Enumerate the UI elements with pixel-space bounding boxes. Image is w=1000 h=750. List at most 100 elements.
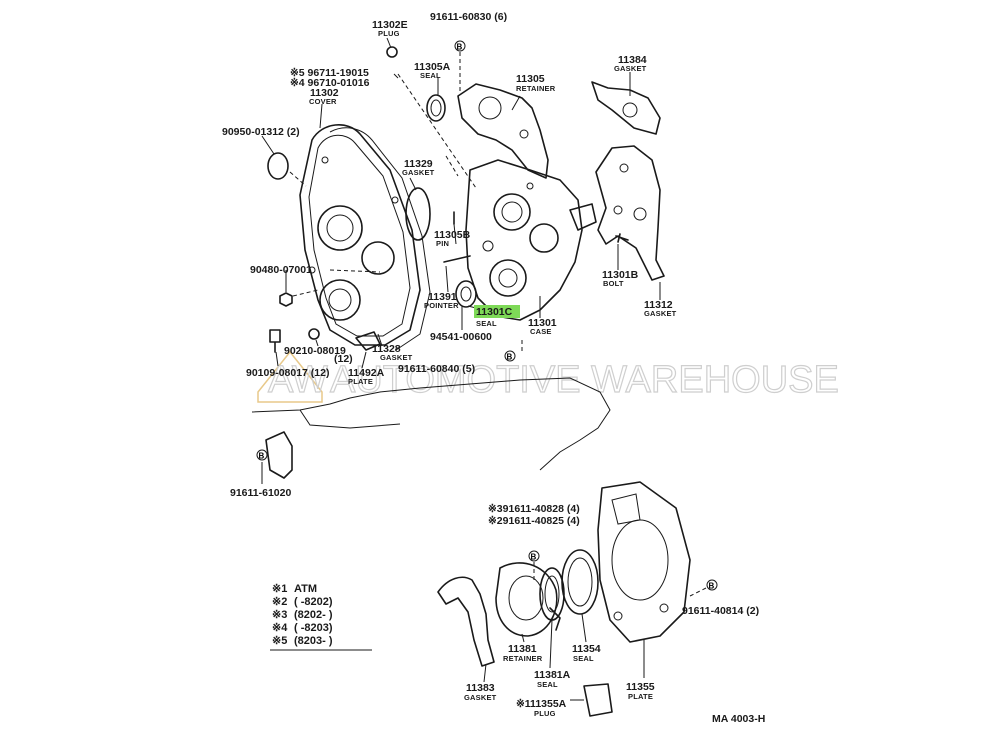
note-mark: ※2: [272, 596, 287, 608]
bolt-91611-60840: B: [504, 350, 516, 362]
svg-text:B: B: [259, 452, 265, 461]
label-11383-num: 11383: [466, 682, 495, 694]
note-mark: ※5: [272, 635, 287, 647]
seal-11354: [561, 549, 599, 615]
part-highlight: [474, 305, 520, 318]
bolt-90109: [269, 329, 281, 353]
label-11301B-name: BOLT: [603, 279, 624, 288]
label-91611-60830: 91611-60830 (6): [430, 11, 507, 23]
gasket-11384: [591, 81, 661, 135]
alignment-lines-upper: [289, 52, 523, 354]
label-11305A-name: SEAL: [420, 71, 441, 80]
note-mark: ※3: [272, 609, 287, 621]
leader-lines: [261, 37, 661, 701]
label-11355-num: 11355: [626, 681, 655, 693]
label-11312-num: 11312: [644, 299, 673, 311]
label-11384-num: 11384: [618, 54, 647, 66]
seal-11301C: [455, 280, 477, 308]
washer-90210: [308, 328, 320, 340]
label-11301-name: CASE: [530, 327, 552, 336]
label-11305-name: RETAINER: [516, 84, 556, 93]
svg-text:B: B: [507, 353, 513, 362]
watermark-text: AUTOMOTIVE WAREHOUSE: [330, 359, 839, 401]
notes-legend: ※1 ATM ※2 ( -8202) ※3 (8202- ) ※4 ( -820…: [270, 583, 372, 651]
note-row: ※2 ( -8202): [272, 596, 333, 608]
label-11381-num: 11381: [508, 643, 537, 655]
label-11301C-num: 11301C: [476, 306, 513, 318]
plate-11492A: [355, 331, 381, 351]
label-90480: 90480-07001: [250, 264, 312, 276]
label-11355A-name: PLUG: [534, 709, 556, 718]
label-11492A-num: 11492A: [348, 367, 385, 379]
svg-text:B: B: [531, 553, 537, 562]
bolt-11301B: [615, 233, 629, 243]
plate-11355: [597, 481, 691, 643]
gasket-11383: [437, 576, 495, 667]
bracket-91611-61020: B: [256, 431, 293, 479]
watermark-logo: AW: [268, 359, 328, 401]
label-11391-name: POINTER: [424, 301, 459, 310]
label-11328-num: 11328: [372, 343, 401, 355]
label-11301-num: 11301: [528, 317, 557, 329]
label-11354-num: 11354: [572, 643, 601, 655]
svg-text:B: B: [457, 43, 463, 52]
label-11383-name: GASKET: [464, 693, 497, 702]
retainer-11305: [457, 83, 549, 179]
bolt-91611-40828: B: [528, 550, 540, 562]
label-11355-name: PLATE: [628, 692, 653, 701]
note-text: (8203- ): [294, 635, 333, 647]
label-11355A-num: ※111355A: [516, 698, 567, 710]
label-11329-name: GASKET: [402, 168, 435, 177]
svg-text:B: B: [709, 582, 715, 591]
label-11301B-num: 11301B: [602, 269, 639, 281]
label-11305A-num: 11305A: [414, 61, 451, 73]
label-11391-num: 11391: [428, 291, 457, 303]
label-11312-name: GASKET: [644, 309, 677, 318]
watermark: AW AUTOMOTIVE WAREHOUSE: [257, 350, 839, 403]
pointer-11391: [443, 255, 471, 263]
note-text: ( -8203): [294, 622, 333, 634]
label-11354-name: SEAL: [573, 654, 594, 663]
timing-case-11301: [465, 159, 597, 321]
label-11384-name: GASKET: [614, 64, 647, 73]
label-11381-name: RETAINER: [503, 654, 543, 663]
part-labels: 11302E PLUG 91611-60830 (6) ※5 96711-190…: [222, 11, 765, 725]
note-mark: ※4: [272, 622, 288, 634]
label-11305B-num: 11305B: [434, 229, 471, 241]
note-row: ※3 (8202- ): [272, 609, 333, 621]
label-91611-40814: 91611-40814 (2): [682, 605, 759, 617]
note-text: ATM: [294, 583, 317, 595]
note-row: ※1 ATM: [272, 583, 317, 595]
label-11381A-name: SEAL: [537, 680, 558, 689]
label-90950: 90950-01312 (2): [222, 126, 300, 138]
label-91611-40828: ※391611-40828 (4): [488, 503, 580, 515]
alignment-lines-lower: [533, 562, 707, 597]
retainer-11381: [495, 562, 561, 637]
note-text: ( -8202): [294, 596, 333, 608]
seal-11305A: [426, 94, 446, 122]
figure-code: MA 4003-H: [712, 713, 765, 725]
label-11381A-num: 11381A: [534, 669, 571, 681]
label-91611-40825: ※291611-40825 (4): [488, 515, 580, 527]
label-94541: 94541-00600: [430, 331, 492, 343]
note-mark: ※1: [272, 583, 287, 595]
note-text: (8202- ): [294, 609, 333, 621]
gasket-11312: [595, 145, 665, 281]
bolt-91611-60830: B: [454, 40, 466, 52]
engine-block-outline: [251, 377, 611, 471]
label-11305-num: 11305: [516, 73, 545, 85]
seal-11381A: [539, 567, 565, 621]
label-11302E-num: 11302E: [372, 19, 408, 31]
label-90210-num: 90210-08019: [284, 345, 346, 357]
gasket-11328: [329, 127, 431, 351]
label-11492A-name: PLATE: [348, 377, 373, 386]
plug-11302E: [386, 46, 398, 58]
label-11302-name: COVER: [309, 97, 337, 106]
bolt-90480: [279, 292, 293, 307]
label-90210-qty: (12): [334, 353, 353, 365]
label-11328-name: GASKET: [380, 353, 413, 362]
label-11301C-name: SEAL: [476, 319, 497, 328]
bolt-91611-40814: B: [706, 579, 718, 591]
label-96710: ※4 96710-01016: [290, 77, 370, 89]
